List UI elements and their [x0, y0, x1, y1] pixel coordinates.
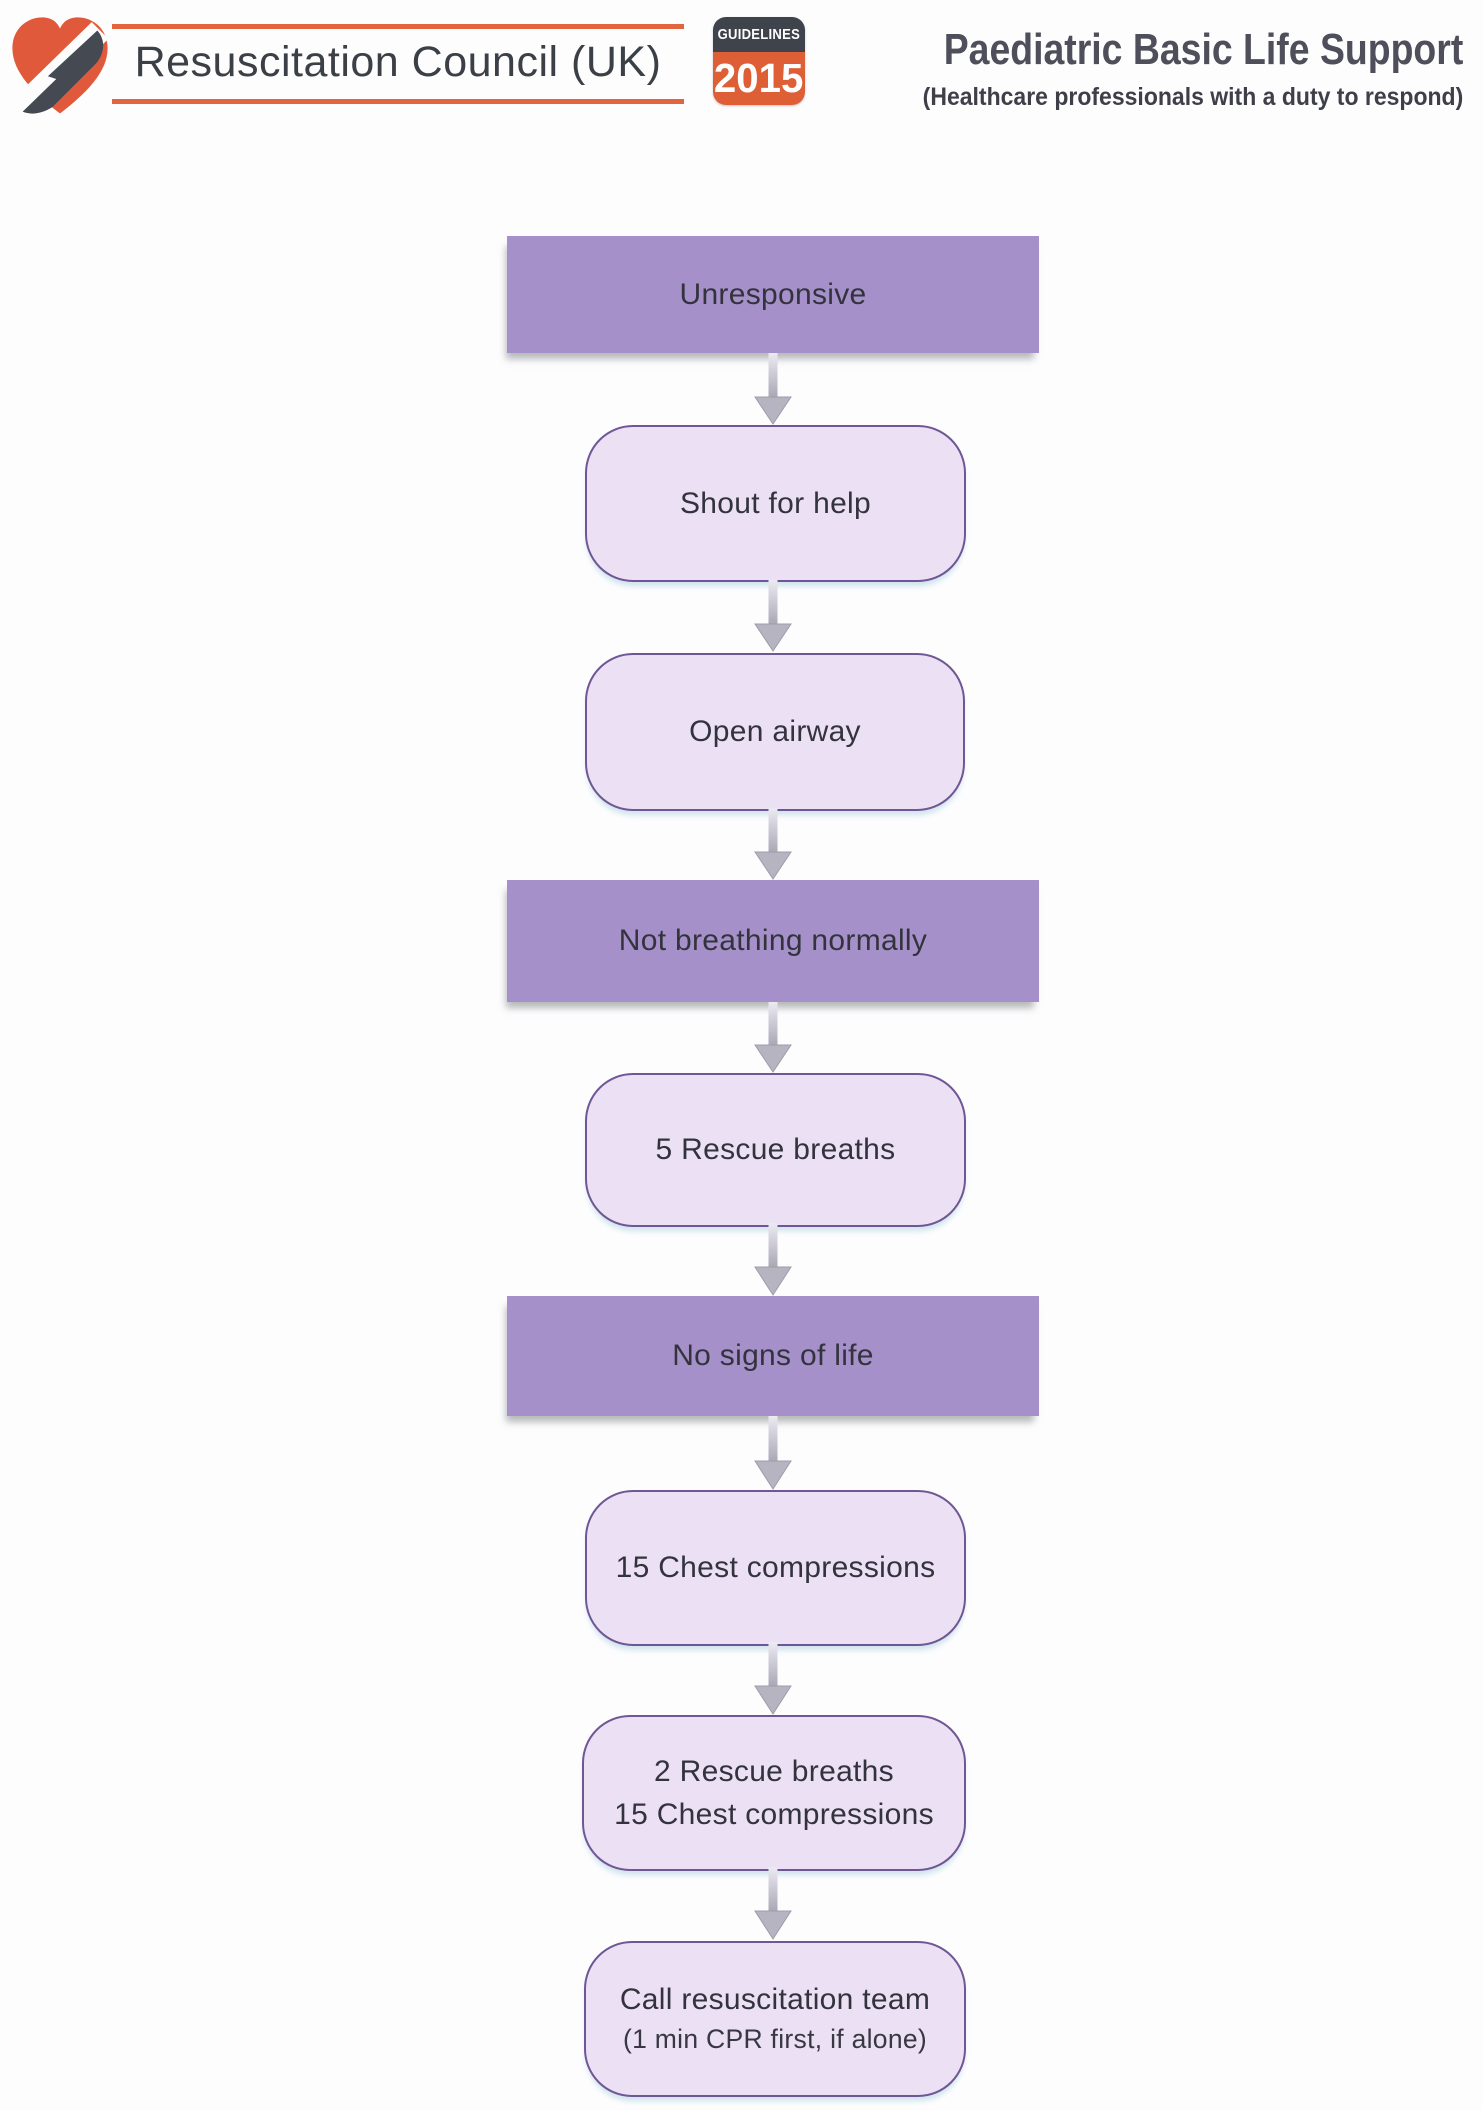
flow-node-label: 2 Rescue breaths [654, 1754, 894, 1788]
flow-node-label: Unresponsive [679, 277, 867, 311]
flow-node-call-resuscitation-team: Call resuscitation team (1 min CPR first… [584, 1941, 966, 2097]
flow-node-no-signs-of-life: No signs of life [507, 1296, 1039, 1416]
badge-year: 2015 [713, 52, 805, 105]
flow-node-unresponsive: Unresponsive [507, 236, 1039, 353]
logo-banner: Resuscitation Council (UK) [112, 20, 684, 105]
page-title: Paediatric Basic Life Support [943, 25, 1463, 74]
logo-text: Resuscitation Council (UK) [134, 38, 662, 86]
guidelines-2015-badge: GUIDELINES 2015 [713, 17, 805, 105]
flow-node-2-breaths-15-compressions: 2 Rescue breaths 15 Chest compressions [582, 1715, 966, 1871]
arrow-down-icon [754, 1002, 792, 1073]
arrow-down-icon [754, 580, 792, 652]
badge-guidelines-label: GUIDELINES [713, 17, 805, 52]
flow-node-label: 15 Chest compressions [615, 1551, 936, 1584]
flow-node-open-airway: Open airway [585, 653, 965, 811]
flow-node-15-chest-compressions: 15 Chest compressions [585, 1490, 966, 1646]
flow-node-label-line2: 15 Chest compressions [614, 1797, 934, 1831]
flow-node-label: Open airway [689, 715, 861, 748]
flow-node-label: Not breathing normally [618, 924, 928, 957]
page-subtitle: (Healthcare professionals with a duty to… [922, 83, 1463, 111]
flow-node-5-rescue-breaths: 5 Rescue breaths [585, 1073, 966, 1227]
flow-node-label: Call resuscitation team [619, 1983, 931, 2016]
flow-node-label: 5 Rescue breaths [655, 1133, 896, 1166]
heart-logo-icon [12, 17, 109, 114]
logo-rule-bottom [112, 99, 684, 104]
flow-node-label: No signs of life [672, 1339, 874, 1372]
arrow-down-icon [754, 1416, 792, 1490]
flow-node-not-breathing-normally: Not breathing normally [507, 880, 1039, 1002]
flow-node-shout-for-help: Shout for help [585, 425, 966, 582]
arrow-down-icon [754, 808, 792, 880]
arrow-down-icon [754, 353, 792, 425]
arrow-down-icon [754, 1223, 792, 1296]
flow-node-label-line2: (1 min CPR first, if alone) [622, 2024, 928, 2054]
logo-rule-top [112, 24, 684, 29]
flow-node-label: Shout for help [680, 486, 871, 520]
arrow-down-icon [754, 1867, 792, 1940]
title-block: Paediatric Basic Life Support (Healthcar… [852, 25, 1463, 112]
arrow-down-icon [754, 1642, 792, 1715]
